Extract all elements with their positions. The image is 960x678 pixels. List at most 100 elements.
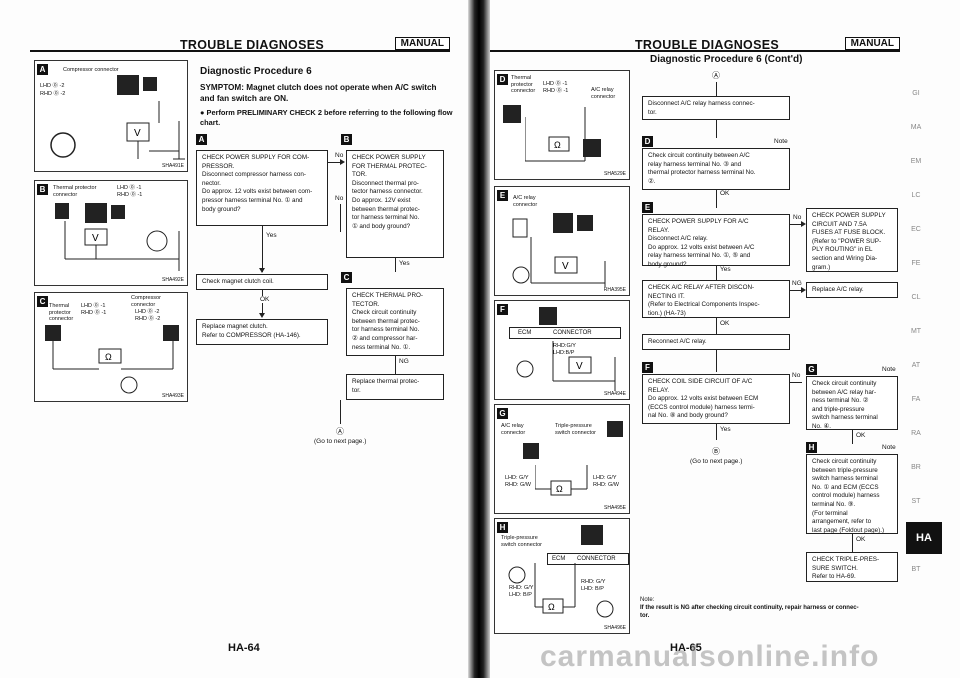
diagram-g: G A/C relay connector Triple-pressure sw…	[494, 404, 630, 514]
section-tab[interactable]: BR	[911, 464, 921, 471]
yes-label: Yes	[720, 266, 731, 273]
section-tab[interactable]: FA	[911, 396, 921, 403]
connector-icon	[577, 215, 593, 231]
diagram-d-line2: RHD ⓪ -1	[543, 88, 569, 94]
box-line: Check magnet clutch coil.	[202, 278, 274, 285]
section-tab[interactable]: MA	[910, 124, 922, 131]
connector-line	[716, 82, 717, 96]
svg-text:Ω: Ω	[548, 602, 555, 612]
section-tab[interactable]: AT	[911, 362, 921, 369]
connector-line	[340, 204, 341, 232]
yes-label: Yes	[399, 260, 410, 267]
check-compressor-power-box: CHECK POWER SUPPLY FOR COM- PRESSOR. Dis…	[196, 150, 328, 226]
diagram-d-label: D	[497, 74, 508, 85]
connector-line	[790, 382, 802, 383]
diagram-g-wire4: RHD: G/W	[593, 482, 619, 488]
section-tab[interactable]: BT	[911, 566, 921, 573]
diagram-g-label: G	[497, 408, 508, 419]
diagram-g-wire3: LHD: G/Y	[593, 475, 617, 481]
right-manual-badge: MANUAL	[844, 37, 900, 50]
box-line: NECTING IT.	[648, 292, 685, 300]
diagram-h-wire2: LHD: B/P	[509, 592, 532, 598]
note-label: Note	[774, 138, 788, 145]
check-thermal-protector-box: CHECK THERMAL PRO- TECTOR. Check circuit…	[346, 288, 444, 356]
diagram-g-wire1: LHD: G/Y	[505, 475, 529, 481]
diagram-c-title: Thermal protector connector	[49, 303, 74, 322]
ok-label: OK	[856, 432, 866, 439]
section-tab[interactable]: MT	[910, 328, 922, 335]
replace-thermal-protector-box: Replace thermal protec- tor.	[346, 374, 444, 400]
box-line: tor harness terminal No.	[352, 326, 420, 334]
check-relay-after-disconnect-box: CHECK A/C RELAY AFTER DISCON- NECTING IT…	[642, 280, 790, 318]
ha-section-tab[interactable]: HA	[906, 522, 942, 554]
right-procedure-title: Diagnostic Procedure 6 (Cont'd)	[650, 54, 803, 65]
voltmeter-circuit-icon: V	[50, 101, 185, 160]
diagram-b-code: SHA492E	[162, 277, 184, 283]
diagram-h-wire1: RHD: G/Y	[509, 585, 534, 591]
check-relay-power-box: CHECK POWER SUPPLY FOR A/C RELAY. Discon…	[642, 214, 790, 268]
connector-line	[395, 258, 396, 272]
arrow-down-icon	[259, 313, 265, 318]
diagram-c-label: C	[37, 296, 48, 307]
diagram-c-title2: Compressor connector	[131, 295, 161, 308]
box-line: Replace magnet clutch.	[202, 323, 268, 330]
connector-line	[716, 424, 717, 440]
connector-line	[716, 318, 717, 334]
diagram-b-title: Thermal protector connector	[53, 185, 97, 198]
connector-icon	[45, 325, 61, 341]
box-line: Refer to COMPRESSOR (HA-146).	[202, 331, 301, 339]
note-label: Note	[882, 444, 896, 451]
box-line: terminal No. ⑨.	[812, 500, 856, 508]
connector-line	[328, 162, 341, 163]
right-header-title: TROUBLE DIAGNOSES	[635, 38, 779, 52]
flow-label-a: A	[196, 134, 207, 145]
box-line: CHECK POWER SUPPLY	[812, 212, 886, 219]
ok-label: OK	[856, 536, 866, 543]
box-line: body ground?	[648, 260, 687, 268]
box-line: Disconnect A/C relay harness connec-	[648, 100, 755, 107]
connector-label: CONNECTOR	[553, 330, 592, 336]
section-tab[interactable]: CL	[911, 294, 921, 301]
diagram-f: F ECM CONNECTOR RHD:G/Y LHD:B/P V SHA494…	[494, 300, 630, 400]
box-line: RELAY.	[648, 226, 670, 234]
section-tab[interactable]: FE	[911, 260, 921, 267]
ohmmeter-circuit-icon: Ω	[508, 563, 614, 618]
box-line: CHECK POWER SUPPLY FOR A/C	[648, 218, 749, 225]
yes-label: Yes	[266, 232, 277, 239]
voltmeter-circuit-icon: V	[64, 221, 180, 271]
box-line: ness terminal No. ①.	[352, 343, 411, 351]
check-continuity-g-box: Check circuit continuity between A/C rel…	[806, 376, 898, 430]
goto-next-page: (Go to next page.)	[690, 458, 743, 465]
diagram-c-line2: RHD ⓪ -1	[81, 310, 107, 316]
continue-marker-a: Ⓐ	[712, 70, 720, 81]
footer-note: Note: If the result is NG after checking…	[640, 596, 910, 620]
box-line: between thermal protec-	[352, 317, 420, 325]
svg-text:V: V	[134, 128, 141, 139]
section-tab[interactable]: EM	[910, 158, 922, 165]
flow-label-d: D	[642, 136, 653, 147]
diagram-e-title: A/C relay connector	[513, 195, 538, 208]
box-line: switch harness terminal	[812, 475, 878, 483]
no-label: No	[792, 372, 801, 379]
box-line: body ground?	[202, 205, 241, 213]
ng-label: NG	[399, 358, 409, 365]
diagram-e-label: E	[497, 190, 508, 201]
connector-icon	[55, 203, 69, 219]
section-tab[interactable]: LC	[911, 192, 921, 199]
box-line: No. ① and ECM (ECCS	[812, 483, 879, 491]
box-line: Disconnect A/C relay.	[648, 235, 708, 243]
box-line: tor.	[352, 386, 361, 394]
continue-marker-b: Ⓑ	[712, 446, 720, 457]
section-tab[interactable]: GI	[912, 90, 920, 97]
flow-label-c: C	[341, 272, 352, 283]
diagram-a-title: Compressor connector	[63, 67, 119, 73]
box-line: FOR THERMAL PROTEC-	[352, 162, 427, 170]
diagram-a-line1: LHD ⓪ -2	[40, 83, 65, 89]
section-tab[interactable]: EC	[911, 226, 921, 233]
connector-icon	[607, 421, 623, 437]
section-tab[interactable]: RA	[911, 430, 921, 437]
diagram-c-code: SHA493E	[162, 393, 184, 399]
check-continuity-h-box: Check circuit continuity between triple-…	[806, 454, 898, 534]
section-tab[interactable]: ST	[911, 498, 921, 505]
